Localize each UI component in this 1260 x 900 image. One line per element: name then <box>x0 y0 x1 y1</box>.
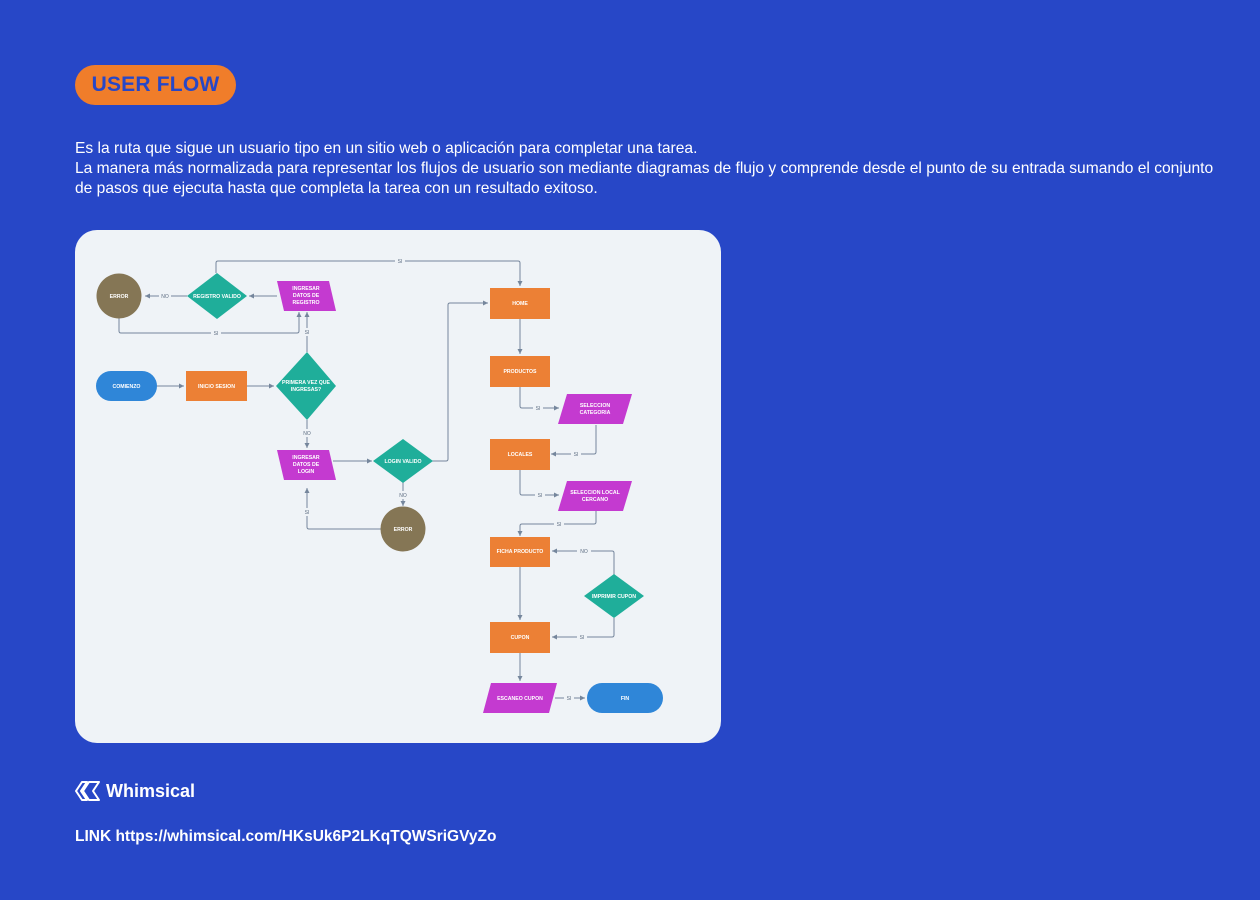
node-registro-valido: REGISTRO VALIDO <box>187 273 247 319</box>
svg-text:DATOS DE: DATOS DE <box>293 462 320 468</box>
edge-locales-local <box>519 470 559 498</box>
edge-label: NO <box>399 493 407 499</box>
svg-text:IMPRIMIR CUPON: IMPRIMIR CUPON <box>592 594 636 600</box>
svg-text:PRODUCTOS: PRODUCTOS <box>503 369 537 375</box>
node-error-bottom: ERROR <box>380 506 426 552</box>
svg-text:ESCANEO CUPON: ESCANEO CUPON <box>497 696 543 702</box>
edge-label: SI <box>305 510 310 516</box>
svg-text:HOME: HOME <box>512 301 528 307</box>
node-productos: PRODUCTOS <box>490 356 550 387</box>
flowchart-diagram: SI NO SI SI NO NO SI SI SI SI SI NO SI <box>96 257 663 713</box>
edge-registro-home <box>215 260 523 286</box>
edge-categoria-locales <box>551 425 597 457</box>
edge-login-home <box>432 300 488 462</box>
node-inicio-sesion: INICIO SESION <box>186 371 247 401</box>
description-line-2: La manera más normalizada para represent… <box>75 160 1214 197</box>
edge-label: SI <box>398 259 403 265</box>
edge-label: NO <box>580 549 588 555</box>
node-login-valido: LOGIN VALIDO <box>373 439 433 483</box>
node-cupon: CUPON <box>490 622 550 653</box>
node-fin: FIN <box>587 683 663 713</box>
svg-text:LOCALES: LOCALES <box>508 452 533 458</box>
svg-text:LOGIN: LOGIN <box>298 469 315 475</box>
edge-productos-categoria <box>519 387 559 411</box>
whimsical-logo-icon <box>75 781 100 801</box>
edge-label: SI <box>214 331 219 337</box>
description: Es la ruta que sigue un usuario tipo en … <box>75 139 1215 199</box>
svg-text:CERCANO: CERCANO <box>582 497 608 503</box>
edge-label: SI <box>574 452 579 458</box>
svg-text:REGISTRO: REGISTRO <box>292 300 319 306</box>
svg-text:COMIENZO: COMIENZO <box>113 384 141 390</box>
edge-label: SI <box>567 696 572 702</box>
node-ficha-producto: FICHA PRODUCTO <box>490 537 550 567</box>
edge-imprimir-cupon <box>552 618 615 640</box>
node-seleccion-local: SELECCION LOCAL CERCANO <box>558 481 632 511</box>
edge-label: SI <box>536 406 541 412</box>
user-flow-badge: USER FLOW <box>75 65 236 105</box>
node-escaneo-cupon: ESCANEO CUPON <box>483 683 557 713</box>
edge-label: SI <box>557 522 562 528</box>
edge-label: SI <box>538 493 543 499</box>
svg-text:INGRESAS?: INGRESAS? <box>291 387 321 393</box>
node-imprimir-cupon: IMPRIMIR CUPON <box>584 574 644 618</box>
node-comienzo: COMIENZO <box>96 371 157 401</box>
svg-text:FICHA PRODUCTO: FICHA PRODUCTO <box>497 549 544 555</box>
brand-name: Whimsical <box>106 780 196 801</box>
svg-text:SELECCION: SELECCION <box>580 403 611 409</box>
node-locales: LOCALES <box>490 439 550 470</box>
svg-text:ERROR: ERROR <box>394 527 413 533</box>
svg-text:FIN: FIN <box>621 696 630 702</box>
edge-labels: SI NO SI SI NO NO SI SI SI SI SI NO SI <box>159 257 591 702</box>
svg-text:INICIO SESION: INICIO SESION <box>198 384 235 390</box>
node-ingresar-registro: INGRESAR DATOS DE REGISTRO <box>277 281 336 311</box>
svg-text:PRIMERA VEZ QUE: PRIMERA VEZ QUE <box>282 380 330 386</box>
svg-text:DATOS DE: DATOS DE <box>293 293 320 299</box>
node-seleccion-categoria: SELECCION CATEGORIA <box>558 394 632 424</box>
svg-text:SELECCION LOCAL: SELECCION LOCAL <box>570 490 620 496</box>
edge-error-login <box>304 488 381 530</box>
svg-text:INGRESAR: INGRESAR <box>292 455 320 461</box>
description-line-1: Es la ruta que sigue un usuario tipo en … <box>75 140 698 157</box>
svg-text:CUPON: CUPON <box>511 635 530 641</box>
node-ingresar-login: INGRESAR DATOS DE LOGIN <box>277 450 336 480</box>
node-primera-vez: PRIMERA VEZ QUE INGRESAS? <box>276 352 336 420</box>
node-home: HOME <box>490 288 550 319</box>
svg-text:INGRESAR: INGRESAR <box>292 286 320 292</box>
edge-error-loop <box>118 312 302 334</box>
edge-label: NO <box>303 431 311 437</box>
svg-text:CATEGORIA: CATEGORIA <box>580 410 611 416</box>
svg-text:ERROR: ERROR <box>110 294 129 300</box>
svg-text:REGISTRO VALIDO: REGISTRO VALIDO <box>193 294 241 300</box>
edge-label: SI <box>580 635 585 641</box>
node-error-top: ERROR <box>96 273 142 319</box>
edge-imprimir-ficha <box>552 548 615 575</box>
edge-label: SI <box>305 330 310 336</box>
whimsical-logo: Whimsical <box>75 780 195 802</box>
whimsical-link[interactable]: LINK https://whimsical.com/HKsUk6P2LKqTQ… <box>75 828 497 845</box>
edge-label: NO <box>161 294 169 300</box>
flowchart-card: SI NO SI SI NO NO SI SI SI SI SI NO SI <box>75 230 721 743</box>
svg-text:LOGIN VALIDO: LOGIN VALIDO <box>384 459 421 465</box>
